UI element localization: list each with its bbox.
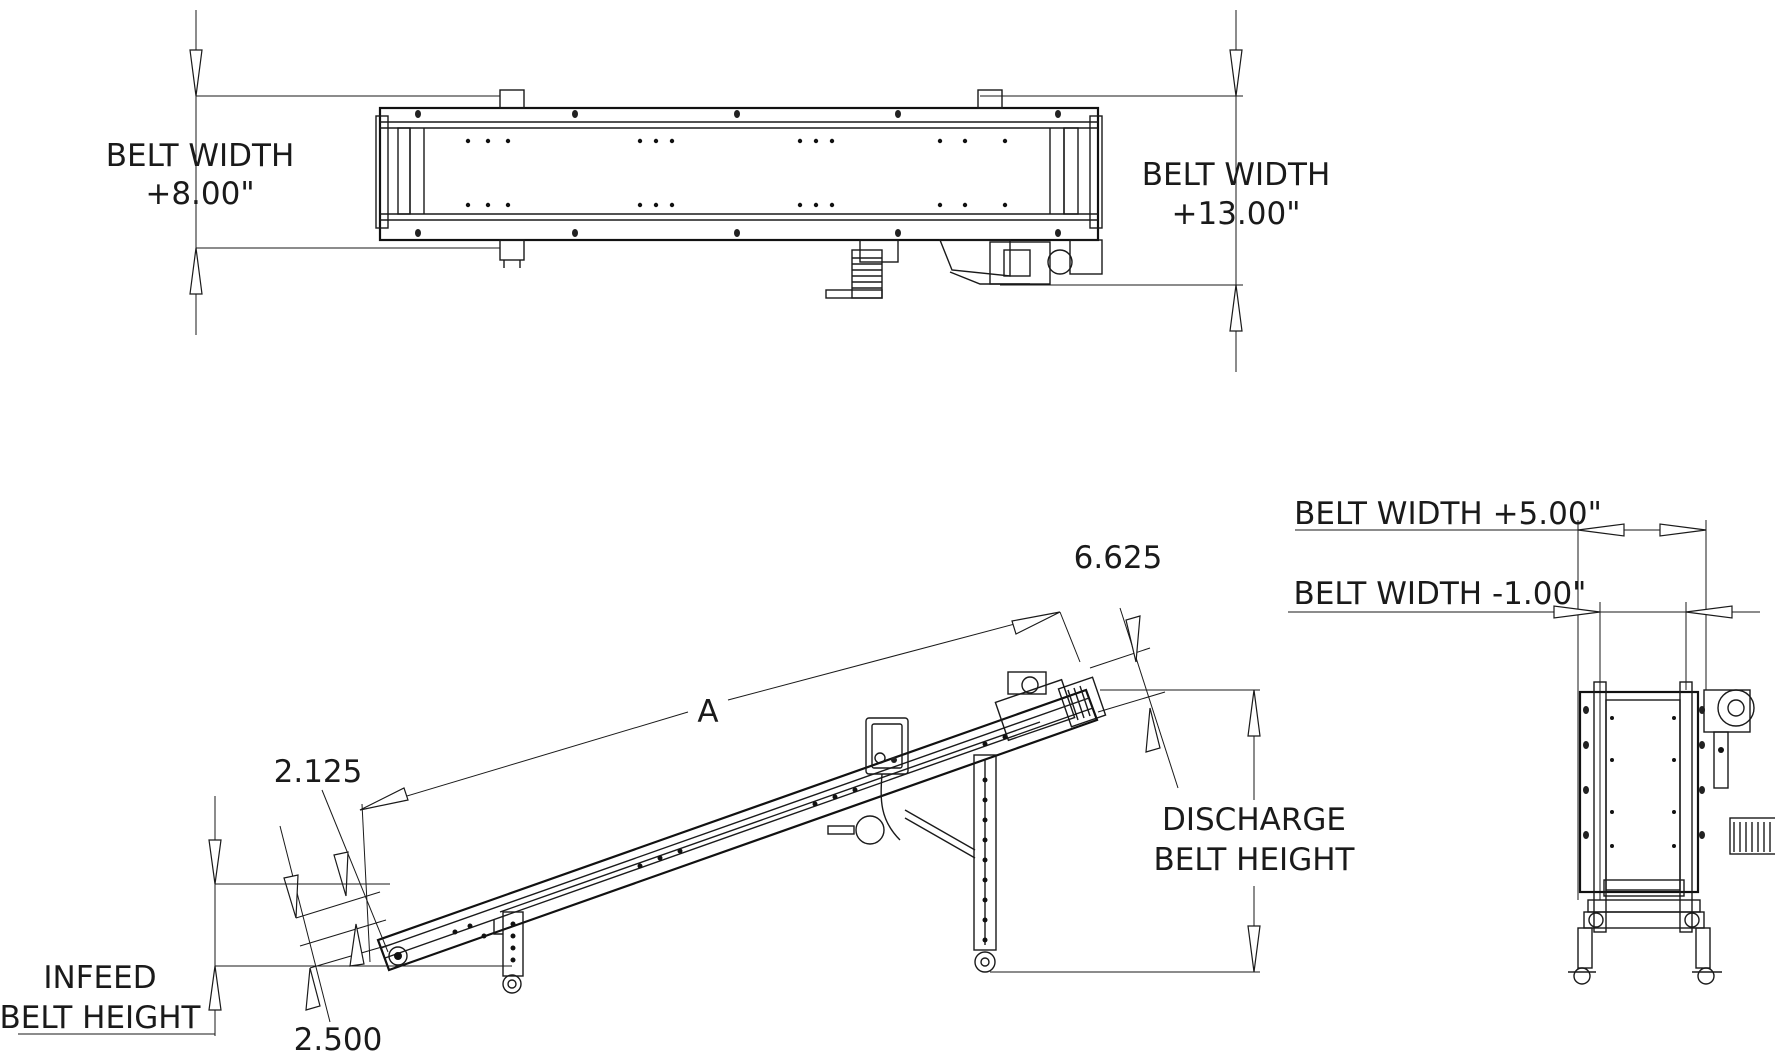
right-width-dimension: BELT WIDTH +13.00" [980, 10, 1330, 372]
side-view: A 6.625 2.125 2.500 [0, 540, 1356, 1058]
end-outer-width-label: BELT WIDTH +5.00" [1294, 496, 1602, 532]
end-inner-width-label: BELT WIDTH -1.00" [1294, 576, 1587, 612]
side-view-conveyor-bed [376, 688, 1099, 972]
discharge-belt-height-label-line2: BELT HEIGHT [1154, 842, 1356, 878]
side-view-drive-motor [994, 671, 1107, 742]
top-view-conveyor-frame [375, 89, 1103, 299]
infeed-offset-lower-label: 2.500 [294, 1022, 383, 1058]
infeed-belt-height-label-line1: INFEED [43, 960, 156, 996]
frame-holes [415, 110, 1061, 237]
top-right-width-label-line1: BELT WIDTH [1142, 157, 1331, 193]
discharge-offset-dimension: 6.625 [1074, 540, 1179, 789]
discharge-belt-height-label-line1: DISCHARGE [1162, 802, 1346, 838]
end-view-drive-motor [1703, 689, 1775, 855]
top-left-width-label-line1: BELT WIDTH [106, 138, 295, 174]
coiled-cord [852, 257, 882, 289]
end-view-frame [1568, 681, 1722, 985]
infeed-offset-dimension: 2.125 2.500 [274, 754, 393, 1058]
top-right-width-label-line2: +13.00" [1172, 196, 1301, 232]
top-left-width-label-line2: +8.00" [145, 176, 254, 212]
side-view-infeed-leg [493, 911, 524, 994]
end-view-width-dimensions: BELT WIDTH +5.00" BELT WIDTH -1.00" [1288, 496, 1760, 900]
top-view: BELT WIDTH +8.00" BELT WIDTH +13.00" [106, 10, 1330, 372]
left-width-dimension: BELT WIDTH +8.00" [106, 10, 500, 335]
side-view-discharge-leg [904, 754, 997, 973]
side-view-control-box [827, 717, 909, 845]
length-a-label: A [697, 694, 718, 730]
infeed-offset-upper-label: 2.125 [274, 754, 363, 790]
discharge-offset-label: 6.625 [1074, 540, 1163, 576]
end-view: BELT WIDTH +5.00" BELT WIDTH -1.00" [1288, 496, 1775, 985]
length-a-dimension: A [359, 611, 1081, 963]
infeed-belt-height-label-line2: BELT HEIGHT [0, 1000, 202, 1036]
infeed-belt-height-dimension: INFEED BELT HEIGHT [0, 796, 512, 1036]
discharge-belt-height-dimension: DISCHARGE BELT HEIGHT [990, 689, 1356, 973]
